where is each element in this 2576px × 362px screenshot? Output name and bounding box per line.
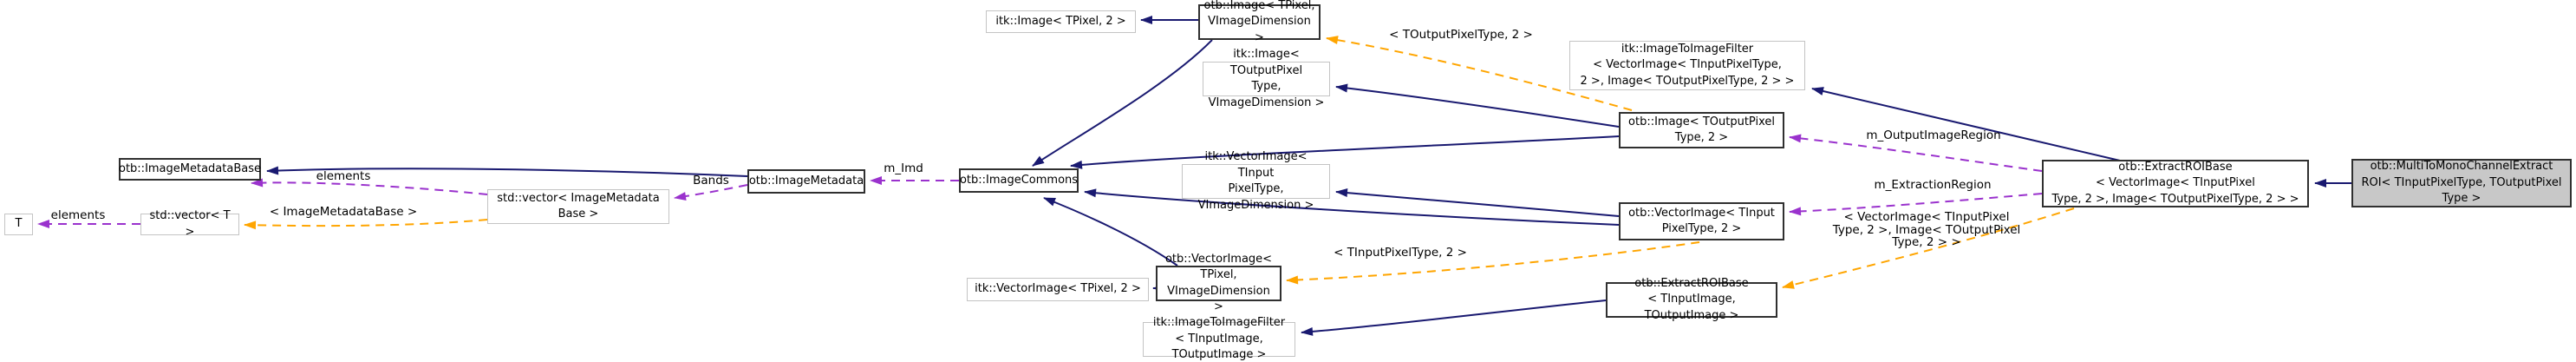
node-itk-imagetoimagefilter-vectorimage[interactable]: itk::ImageToImageFilter < VectorImage< T… — [1569, 41, 1805, 90]
node-otb-imagecommons[interactable]: otb::ImageCommons — [959, 168, 1079, 193]
edge-otb-vectorimage-tinputpixel2-to-imagecommons — [1084, 188, 1620, 226]
edge-otb-image-toutputpixel2-to-imagecommons — [1070, 135, 1620, 169]
node-otb-extractroibase[interactable]: otb::ExtractROIBase < TInputImage, TOutp… — [1606, 277, 1777, 322]
node-otb-imagemetadata[interactable]: otb::ImageMetadata — [747, 169, 865, 194]
node-otb-extractroibase-vectorimage[interactable]: otb::ExtractROIBase < VectorImage< TInpu… — [2042, 160, 2309, 207]
edge-label-tmpl-vectorimage-image: < VectorImage< TInputPixel Type, 2 >, Im… — [1832, 210, 2021, 249]
node-std-vector-t: std::vector< T > — [140, 209, 239, 239]
edge-template-vectorimage-image — [1782, 207, 2075, 289]
edge-otb-vectorimage-tinputpixel2-to-itk-vectorimage-tinputpixel — [1335, 188, 1620, 217]
node-otb-multitomonochannelextractroi: otb::MultiToMonoChannelExtract ROI< TInp… — [2351, 159, 2572, 207]
node-itk-vectorimage-tpixel-2[interactable]: itk::VectorImage< TPixel, 2 > — [967, 278, 1149, 301]
edge-extractroibase-vectorimage-to-itk-imagetoimagefilter-vectorimage — [1811, 87, 2121, 161]
node-itk-vectorimage-tinputpixel[interactable]: itk::VectorImage< TInput PixelType, VIma… — [1182, 150, 1330, 212]
edge-m-outputimageregion — [1789, 134, 2043, 172]
edge-label-tmpl-tinputpixeltype: < TInputPixelType, 2 > — [1334, 246, 1467, 260]
node-otb-imagemetadatabase[interactable]: otb::ImageMetadataBase — [119, 158, 261, 181]
node-otb-vectorimage-tinputpixel-2[interactable]: otb::VectorImage< TInput PixelType, 2 > — [1619, 202, 1784, 240]
edge-otb-vectorimage-tpixel-to-imagecommons — [1043, 197, 1178, 267]
node-std-vector-imagemetadatabase: std::vector< ImageMetadata Base > — [487, 189, 669, 224]
edge-label-elements-imagemetadatabase: elements — [316, 169, 371, 183]
edge-label-m-imd: m_Imd — [884, 161, 923, 175]
edge-label-bands: Bands — [693, 174, 729, 188]
edge-label-m-extractionregion: m_ExtractionRegion — [1874, 178, 1992, 192]
edge-otb-image-toutputpixel2-to-itk-image-toutputpixel — [1335, 83, 1620, 128]
node-itk-imagetoimagefilter[interactable]: itk::ImageToImageFilter < TInputImage, T… — [1143, 316, 1295, 361]
edge-template-toutputpixeltype — [1326, 36, 1633, 111]
node-otb-image-tpixel[interactable]: otb::Image< TPixel, VImageDimension > — [1198, 0, 1321, 44]
node-t: T — [4, 214, 33, 235]
node-itk-image-toutputpixel[interactable]: itk::Image< TOutputPixel Type, VImageDim… — [1203, 48, 1330, 109]
node-otb-vectorimage-tpixel[interactable]: otb::VectorImage< TPixel, VImageDimensio… — [1156, 253, 1281, 313]
edge-label-tmpl-imagemetadatabase: < ImageMetadataBase > — [269, 205, 418, 219]
edge-template-tinputpixeltype — [1286, 241, 1700, 285]
edge-m-extractionregion — [1789, 193, 2043, 216]
edge-imagemetadata-to-imagemetadatabase — [266, 166, 748, 177]
edge-label-tmpl-toutputpixeltype: < TOutputPixelType, 2 > — [1389, 28, 1533, 42]
edge-bands — [674, 184, 748, 201]
edge-template-imagemetadatabase — [244, 219, 488, 230]
edge-elements-imagemetadatabase — [251, 178, 488, 195]
edge-label-m-outputimageregion: m_OutputImageRegion — [1866, 128, 2001, 142]
edge-extractroibase-to-itk-imagetoimagefilter — [1301, 299, 1607, 336]
node-otb-image-toutputpixel-2[interactable]: otb::Image< TOutputPixel Type, 2 > — [1619, 112, 1784, 148]
node-itk-image-tpixel-2[interactable]: itk::Image< TPixel, 2 > — [986, 10, 1136, 33]
edge-otb-image-tpixel-to-imagecommons — [1032, 39, 1213, 167]
edge-label-elements-t: elements — [50, 208, 106, 222]
